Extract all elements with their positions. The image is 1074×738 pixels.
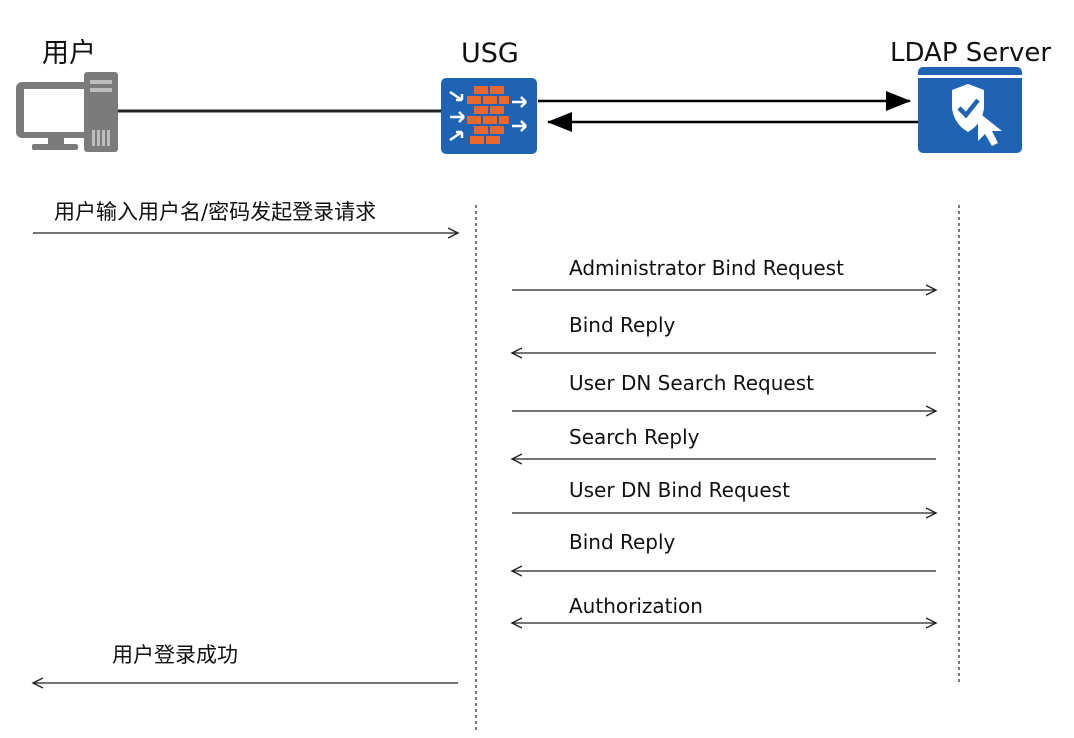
bind-reply-1-label: Bind Reply (569, 313, 676, 337)
actor-ldap-label: LDAP Server (890, 38, 1052, 68)
firewall-icon (441, 78, 537, 154)
desktop-computer-icon (16, 72, 118, 152)
search-reply-label: Search Reply (569, 425, 700, 449)
user-dn-bind-request-label: User DN Bind Request (569, 478, 790, 502)
actor-usg-label: USG (461, 38, 519, 69)
admin-bind-request-label: Administrator Bind Request (569, 256, 844, 280)
actor-user-label: 用户 (42, 38, 96, 69)
bind-reply-2-label: Bind Reply (569, 530, 676, 554)
user-dn-search-request-label: User DN Search Request (569, 371, 814, 395)
authorization-label: Authorization (569, 594, 703, 618)
user-login-request-label: 用户输入用户名/密码发起登录请求 (54, 200, 377, 224)
user-login-success-label: 用户登录成功 (112, 643, 238, 667)
ldap-server-shield-icon (918, 67, 1022, 153)
